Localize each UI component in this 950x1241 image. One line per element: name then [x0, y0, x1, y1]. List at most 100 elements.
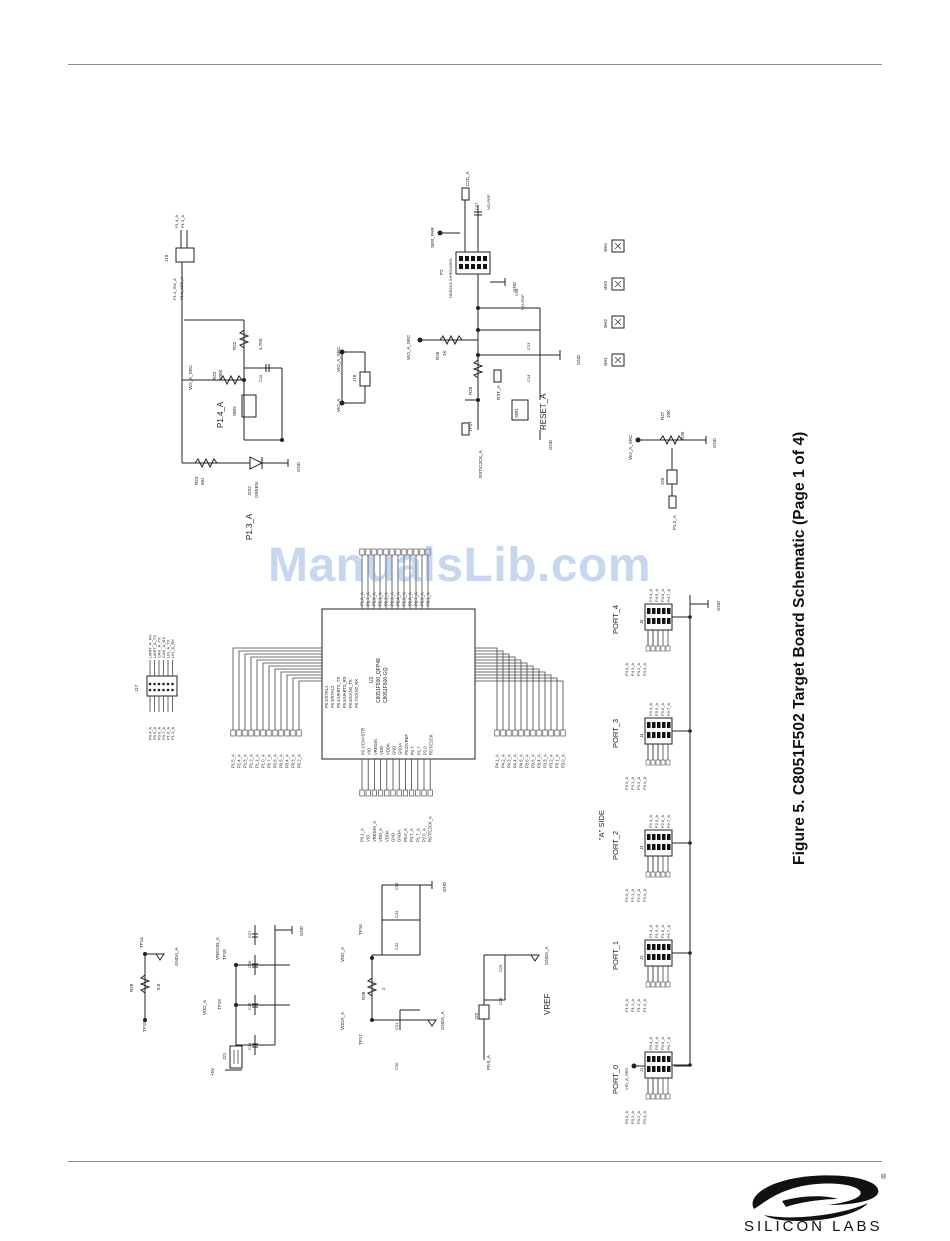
r28-ref: R28 — [129, 983, 134, 992]
svg-text:®: ® — [881, 1173, 887, 1181]
c34-ref: C34 — [247, 1042, 252, 1050]
mcu-left-pin: P0.5/UART0_RX — [342, 676, 347, 708]
tp19-label: TP19 — [217, 999, 222, 1010]
mcu-bottom-pin: P2.0 — [423, 746, 428, 755]
port-net-right: P3.7_A — [666, 703, 671, 716]
tp18-label: TP18 — [222, 949, 227, 960]
j17-ref: J17 — [134, 684, 139, 692]
mcu-bottom-net: VDD_A — [378, 828, 383, 842]
mcu-left-net: P1.2_A — [249, 754, 254, 768]
r23-ref: R23 — [212, 371, 217, 380]
port-net-left: P1.1_A — [630, 999, 635, 1012]
r26-value: 1K — [442, 350, 447, 356]
c37-ref: C37 — [247, 930, 252, 938]
r26-ref: R26 — [435, 351, 440, 360]
mcu-left-net: P0.7_A — [267, 754, 272, 768]
led-gnd-label: GND — [296, 461, 301, 472]
mcu-bottom-pin: RST/C2CK — [429, 734, 434, 755]
mcu-left-net: P0.5_A — [279, 754, 284, 768]
power-gnd-label: GND — [299, 925, 304, 936]
j22-ref: J22 — [474, 1012, 479, 1020]
j19-net-4: P1.3_LED_A — [179, 277, 184, 300]
gnda-label-2: GNDA_A — [440, 1011, 445, 1030]
led-ref: DS2 — [247, 486, 252, 495]
mcu-bottom-net: P2.0_A — [422, 828, 427, 842]
r27-ref: R27 — [660, 411, 665, 420]
mcu-bottom-pin: VIO — [367, 747, 372, 755]
port-net-right: P4.4_A — [648, 589, 653, 602]
c35-ref: C35 — [247, 1002, 252, 1010]
vio-src-label: VIO_A_SRC — [188, 364, 193, 390]
mcu-left-net: P0.2_A — [297, 754, 302, 768]
j17-right-net: UART_A_RX — [148, 634, 153, 658]
led-net: P1.3_A — [245, 513, 254, 540]
mcu-left-net: P1.0_A — [261, 754, 266, 768]
port-net-right: P3.5_A — [654, 703, 659, 716]
mcu-bottom-pin: GND — [392, 746, 397, 755]
j17-left-net: P1.1_A — [170, 727, 175, 740]
vdd-label: VDD_A — [340, 947, 345, 962]
port-net-right: P0.7_A — [666, 1037, 671, 1050]
mcu-bottom-net: P0.0_A — [403, 828, 408, 842]
c32-ref: C32 — [394, 942, 399, 950]
mcu-ref: U1 — [369, 676, 375, 683]
vref-label: VREF — [543, 994, 552, 1015]
port-net-right: P3.4_A — [648, 703, 653, 716]
c58-ref: C58 — [514, 288, 519, 296]
port-net-left: P3.1_A — [630, 777, 635, 790]
mcu-bottom-net: GND — [391, 833, 396, 842]
sw2-net: P1.4_A — [216, 401, 225, 428]
mcu-bottom-pin: P1.7 — [416, 746, 421, 755]
mcu-right-net: P3.6_A — [525, 754, 530, 768]
port-net-left: P2.2_A — [636, 889, 641, 902]
mcu-bottom-net: P0.1_A — [360, 828, 365, 842]
port-net-left: P0.2_A — [636, 1111, 641, 1124]
mcu-top-net: P2.1_A — [378, 592, 383, 606]
c2d-label: C2D_A — [465, 171, 470, 186]
ports-gnd-label: GND — [716, 600, 721, 611]
header-rule — [68, 64, 882, 65]
port-net-left: P4.3_A — [642, 663, 647, 676]
tp15-label: TP15 — [142, 1021, 147, 1032]
reset-label: RESET_A — [539, 393, 548, 430]
mcu-top-net: P2.0_A — [372, 592, 377, 606]
r38-ref: R38 — [361, 991, 366, 1000]
p2-ref: P2 — [439, 269, 444, 275]
j17-right-net: LIN_A_RX — [170, 639, 175, 658]
port-header-ref: J2 — [639, 955, 644, 960]
mcu-right-net: P4.4_A — [513, 754, 518, 768]
r24-value: 681 — [200, 477, 205, 485]
port-net-left: P4.0_A — [624, 663, 629, 676]
port-header-ref: J5 — [639, 619, 644, 624]
mcu-left-net: P0.6_A — [273, 754, 278, 768]
mcu-top-net: P2.5_A — [402, 592, 407, 606]
mcu-left-pin: P0.3/XTAL2 — [330, 685, 335, 708]
port-label: PORT_4 — [611, 605, 620, 634]
tp27-label: TP27 — [468, 421, 473, 432]
mcu-left-pin: P0.4/UART0_TX — [336, 677, 341, 708]
mcu-left-net: P0.3_A — [291, 754, 296, 768]
mcu-part: C8051F500_QFP48 — [376, 658, 382, 703]
port-net-right: P2.5_A — [654, 815, 659, 828]
p2-part: HDR2X5 SHROUDED — [448, 258, 453, 298]
port-net-left: P0.3_A — [642, 1111, 647, 1124]
footer-rule — [68, 1161, 882, 1162]
mcu-bottom-net: RST/C2CK_A — [428, 816, 433, 842]
mcu-right-net: P3.1_A — [555, 754, 560, 768]
j17-left-net: P1.0_A — [166, 727, 171, 740]
mcu-top-net: P2.2_A — [384, 592, 389, 606]
j20-ref: J20 — [660, 477, 665, 485]
mcu-right-net: P3.4_A — [537, 754, 542, 768]
c33-ref: C33 — [394, 910, 399, 918]
port-net-left: P1.3_A — [642, 999, 647, 1012]
mcu-bottom-net: GNDA — [397, 830, 402, 842]
r38-value: 2 — [381, 987, 386, 990]
j19-ref: J19 — [164, 254, 169, 262]
c57-ref: C57 — [474, 202, 479, 210]
port-label: PORT_1 — [611, 941, 620, 970]
mcu-top-net: P1.6_A — [360, 592, 365, 606]
